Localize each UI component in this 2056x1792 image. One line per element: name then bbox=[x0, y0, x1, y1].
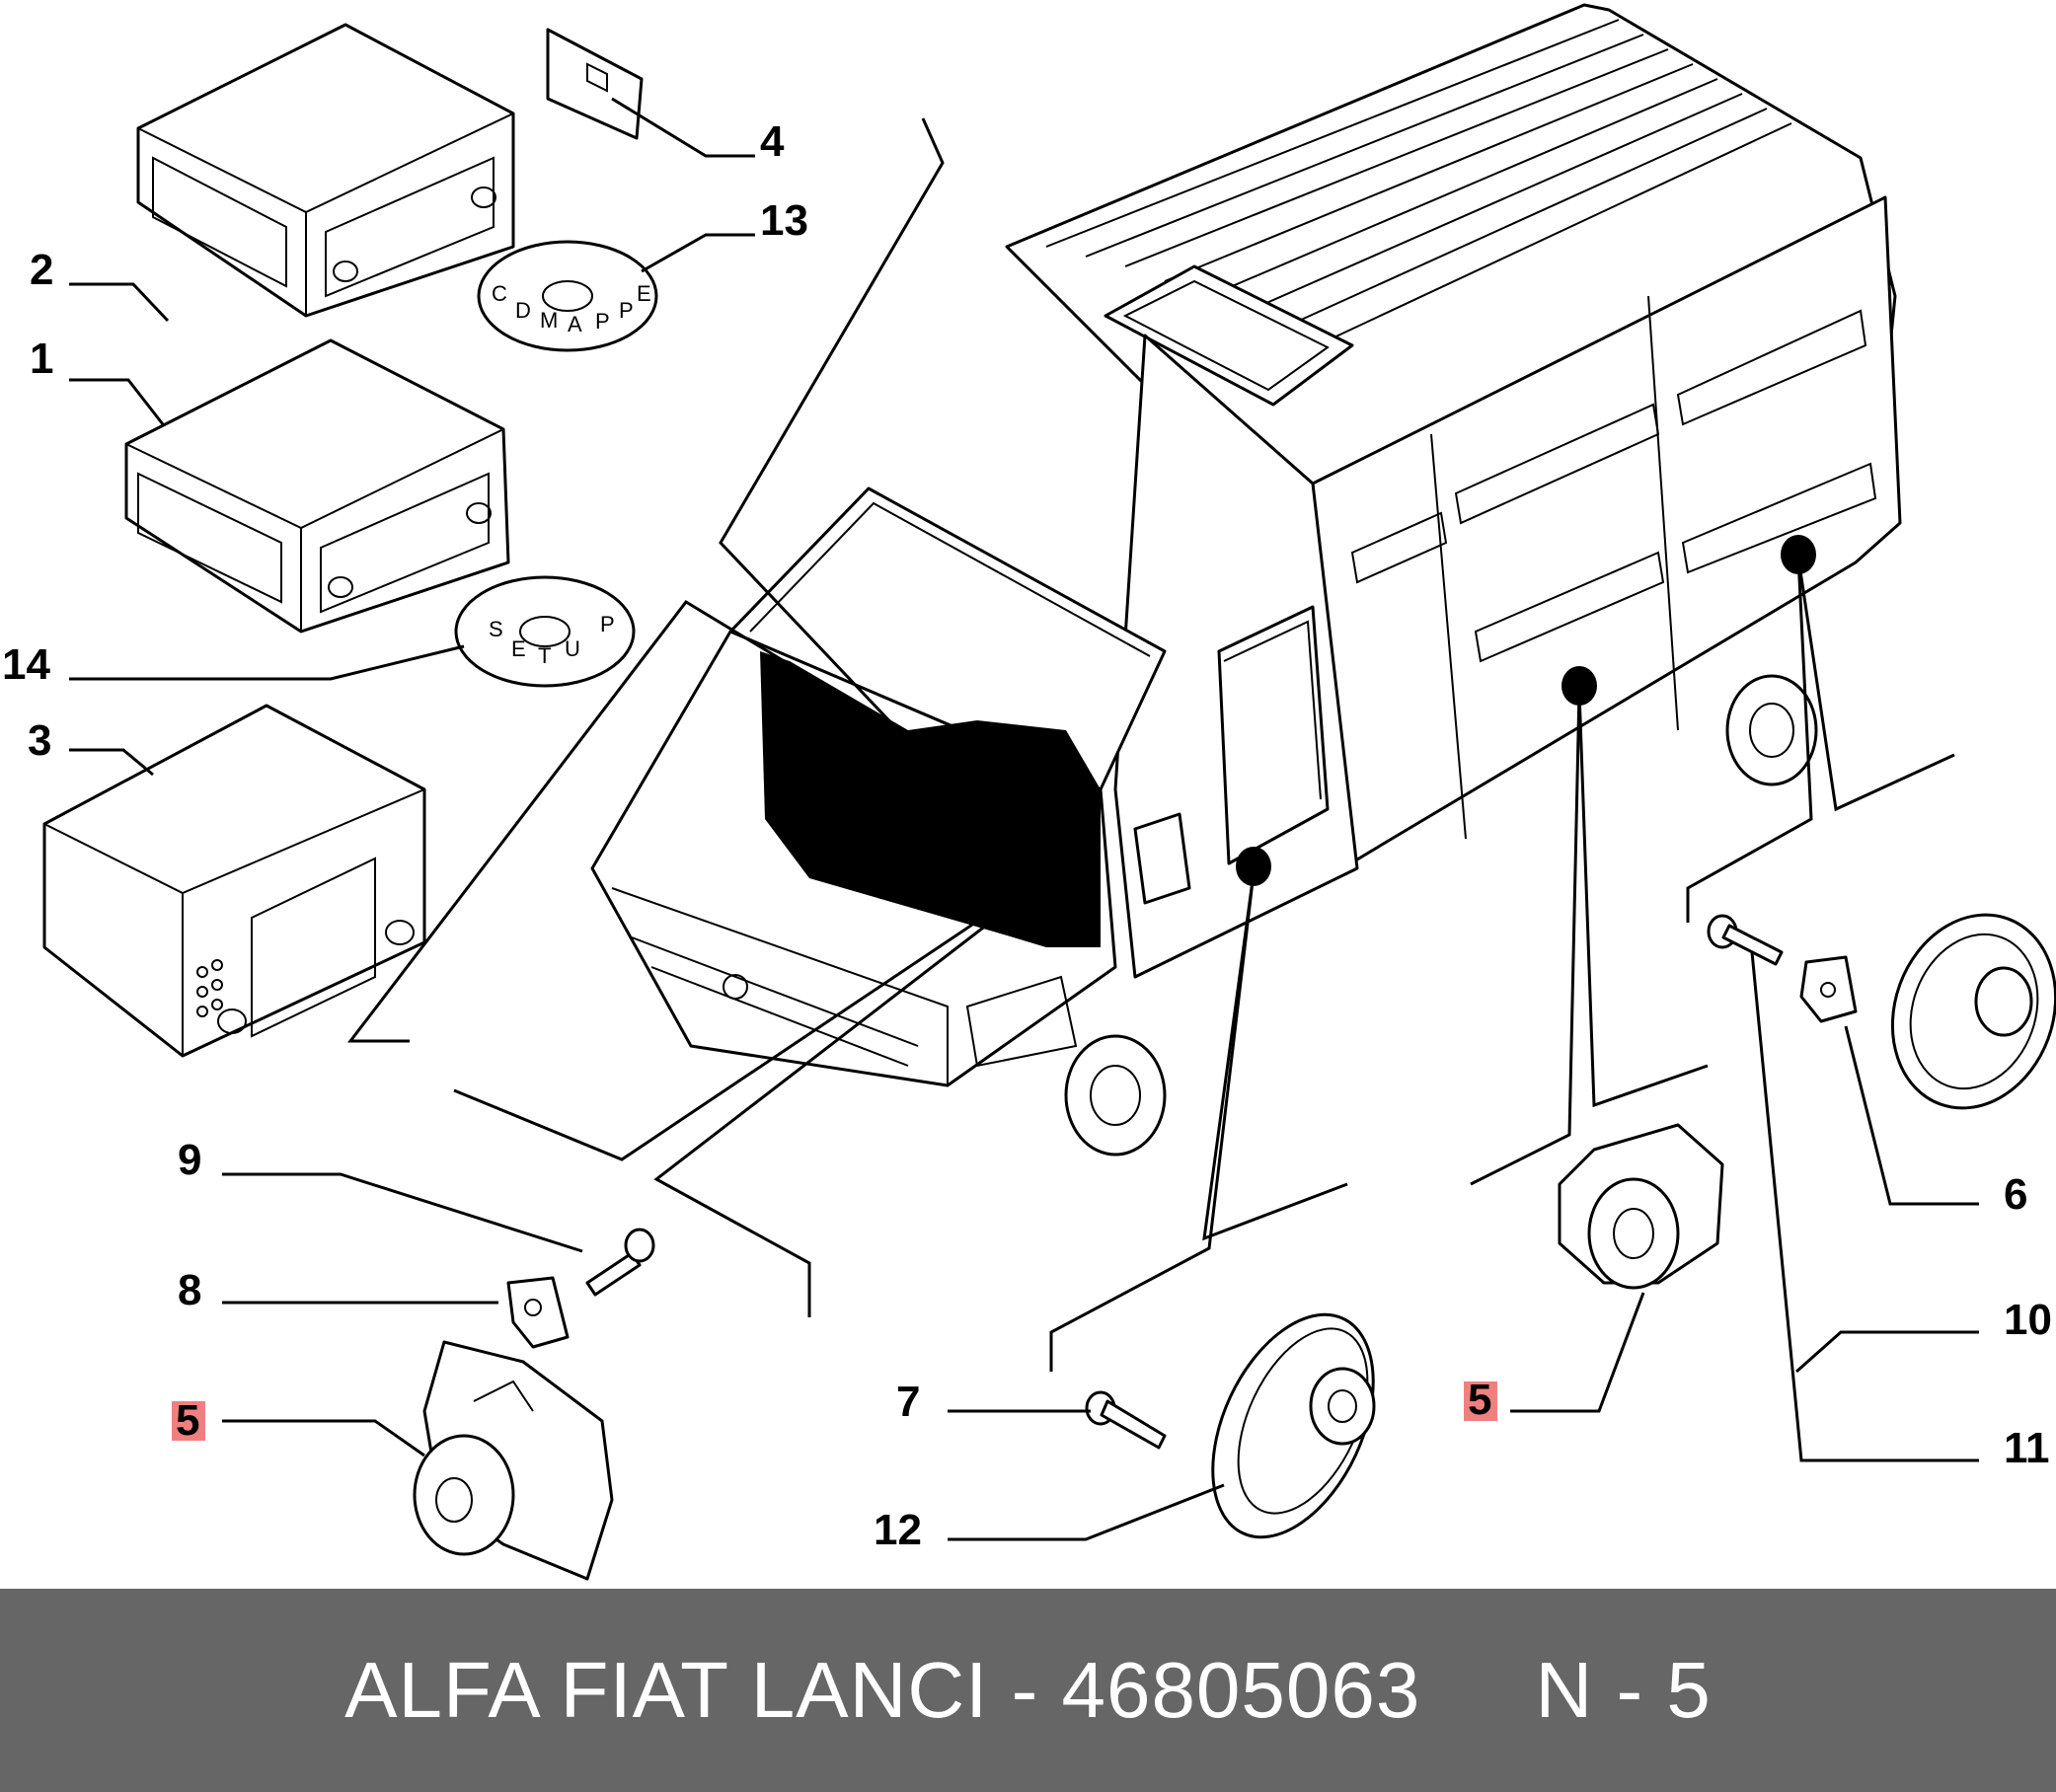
footer-bar: ALFA FIAT LANCI - 46805063 N - 5 bbox=[0, 1589, 2056, 1792]
van-illustration bbox=[590, 3, 1902, 1157]
radio-unit-1 bbox=[124, 338, 510, 634]
callout-14: 14 bbox=[2, 640, 50, 689]
door-speaker-12 bbox=[1211, 1312, 1376, 1539]
callout-13: 13 bbox=[760, 196, 808, 245]
callout-6: 6 bbox=[2004, 1170, 2027, 1219]
callout-4: 4 bbox=[760, 117, 785, 166]
callout-8: 8 bbox=[178, 1266, 201, 1314]
callout-7: 7 bbox=[896, 1378, 920, 1426]
leader-lines bbox=[69, 97, 1979, 1541]
disc-letter: T bbox=[538, 643, 551, 668]
bolt-11 bbox=[1707, 914, 1784, 966]
callout-12: 12 bbox=[874, 1506, 922, 1554]
disc-letter: E bbox=[511, 636, 526, 661]
disc-letter: P bbox=[600, 612, 615, 636]
callout-2: 2 bbox=[30, 246, 53, 294]
front-speaker-5 bbox=[413, 1340, 614, 1581]
disc-letter: U bbox=[565, 636, 580, 661]
part-number-title: ALFA FIAT LANCI - 46805063 N - 5 bbox=[344, 1646, 1712, 1734]
bolt-7 bbox=[1085, 1390, 1167, 1450]
disc-letter: S bbox=[489, 617, 503, 641]
bolt-9 bbox=[585, 1228, 655, 1297]
parts-diagram: C D M A P P E S E T U P bbox=[2, 3, 2056, 1581]
map-disc-13: C D M A P P E bbox=[477, 240, 658, 352]
navigation-unit-3 bbox=[42, 704, 426, 1058]
clip-10 bbox=[1799, 955, 1858, 1023]
tweeter-speaker-6 bbox=[1890, 913, 2056, 1110]
callout-11: 11 bbox=[2004, 1424, 2050, 1472]
disc-letter: P bbox=[619, 298, 634, 323]
disc-letter: A bbox=[568, 312, 582, 336]
disc-letter: P bbox=[595, 309, 610, 334]
setup-disc-14: S E T U P bbox=[454, 575, 636, 688]
callout-9: 9 bbox=[178, 1136, 201, 1184]
callout-10: 10 bbox=[2004, 1296, 2052, 1344]
disc-letter: M bbox=[540, 308, 558, 333]
callouts: 2 1 14 3 4 13 9 8 5 7 12 5 6 10 11 bbox=[2, 117, 2052, 1554]
disc-letter: E bbox=[637, 281, 651, 306]
clip-8 bbox=[506, 1276, 570, 1349]
callout-5-rear: 5 bbox=[1468, 1376, 1491, 1424]
highlight-box bbox=[1464, 1381, 1497, 1421]
rear-speaker-5 bbox=[1558, 1123, 1724, 1290]
callout-1: 1 bbox=[30, 335, 53, 383]
callout-3: 3 bbox=[28, 716, 51, 765]
callout-5-front: 5 bbox=[176, 1396, 199, 1445]
radio-unit-2 bbox=[136, 23, 515, 318]
disc-letter: C bbox=[492, 281, 507, 306]
highlight-box bbox=[172, 1401, 205, 1441]
disc-letter: D bbox=[515, 298, 531, 323]
